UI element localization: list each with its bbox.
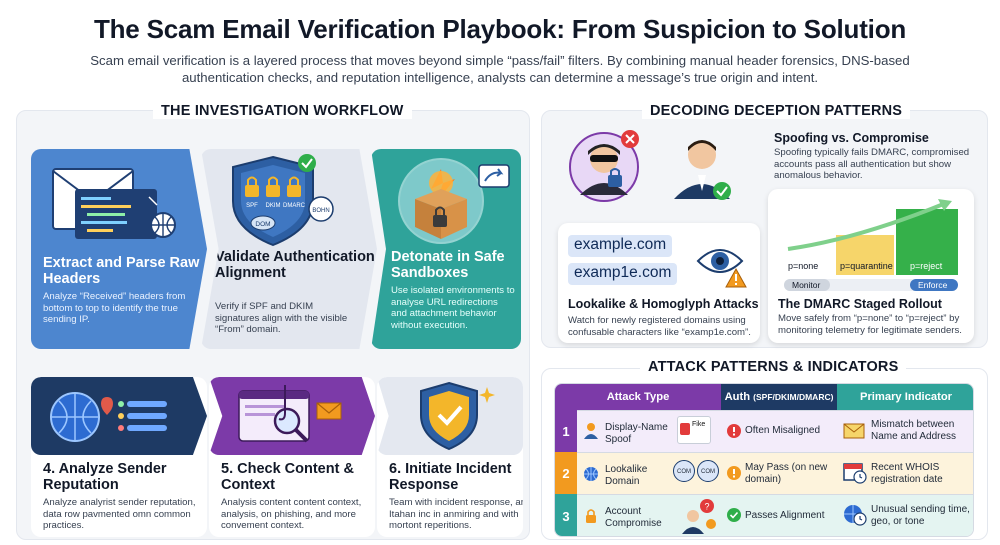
caution-icon bbox=[727, 466, 741, 480]
step-5-title: 5. Check Content & Context bbox=[221, 461, 354, 493]
page-title: The Scam Email Verification Playbook: Fr… bbox=[93, 14, 907, 44]
column-attack-type: Attack Type bbox=[555, 384, 721, 410]
lookalike-card: example.com examp1e.com Lookalike & Homo… bbox=[558, 223, 760, 343]
calendar-icon bbox=[843, 463, 867, 484]
domain-legit: example.com bbox=[568, 235, 673, 257]
row-2-auth: May Pass (on new domain) bbox=[745, 462, 828, 485]
step-4-title: 4. Analyze Sender Reputation bbox=[43, 461, 167, 493]
row-2-number: 2 bbox=[555, 452, 577, 494]
spoofer-vs-user-icon bbox=[569, 130, 731, 202]
row-2-type: Lookalike Domain bbox=[605, 464, 648, 487]
row-3-indicator: Unusual sending time, geo, or tone bbox=[871, 504, 970, 527]
badge-photo bbox=[680, 423, 690, 435]
row-1-number: 1 bbox=[555, 410, 577, 452]
eye-warning-icon bbox=[696, 249, 747, 288]
user-icon bbox=[584, 423, 598, 439]
row-3-number: 3 bbox=[555, 494, 577, 536]
step-4-desc: Analyze analyrist sender reputation, dat… bbox=[43, 497, 196, 531]
table-row bbox=[555, 452, 973, 494]
deception-patterns-panel: DECODING DECEPTION PATTERNS Spoofing vs.… bbox=[541, 103, 988, 348]
workflow-step-1: Extract and Parse Raw Headers Analyze “R… bbox=[31, 149, 207, 349]
step-6-title: 6. Initiate Incident Response bbox=[389, 461, 512, 493]
dkim-label: DKIM bbox=[266, 203, 281, 209]
sandbox-box-icon bbox=[398, 158, 510, 244]
monitor-pill bbox=[784, 279, 830, 291]
globe-reputation-icon bbox=[50, 392, 167, 442]
phishing-hook-icon bbox=[238, 385, 342, 443]
growth-arrow-head bbox=[938, 199, 952, 211]
lookalike-title: Lookalike & Homoglyph Attacks bbox=[568, 297, 759, 311]
attack-patterns-panel: ATTACK PATTERNS & INDICATORS Attack Type… bbox=[541, 359, 988, 540]
page-subtitle: Scam email verification is a layered pro… bbox=[90, 53, 910, 85]
spoofing-desc: Spoofing typically fails DMARC, compromi… bbox=[774, 147, 970, 181]
dmarc-stage-quarantine bbox=[836, 235, 894, 275]
compromised-user-icon: ? bbox=[682, 499, 716, 534]
spf-label: SPF bbox=[246, 203, 258, 209]
step-3-desc: Use isolated environments to analyse URL… bbox=[391, 285, 515, 331]
authentication-shield-icon: SPF DKIM DMARC DOM BOHN bbox=[232, 154, 334, 247]
fake-badge-icon: Fike bbox=[677, 416, 711, 444]
dmarc-label-quarantine: p=quarantine bbox=[840, 261, 893, 271]
incident-shield-icon bbox=[420, 381, 495, 451]
domain-coin-icon: COM bbox=[697, 460, 719, 482]
row-3-type: Account Compromise bbox=[605, 506, 662, 529]
dmarc-rollout-chart: p=none p=quarantine p=reject Monitor Enf… bbox=[784, 199, 958, 291]
workflow-step-4: 4. Analyze Sender Reputation Analyze ana… bbox=[31, 377, 207, 537]
dmarc-label-none: p=none bbox=[788, 261, 818, 271]
enforce-label: Enforce bbox=[918, 280, 948, 290]
enforce-pill bbox=[910, 279, 958, 291]
clock-globe-icon bbox=[844, 505, 867, 526]
dmarc-label: DMARC bbox=[283, 203, 306, 209]
step-6-desc: Team with incident response, and Itahan … bbox=[389, 497, 523, 531]
investigation-workflow-panel: THE INVESTIGATION WORKFLOW Extract and P… bbox=[16, 103, 530, 540]
spoofing-title: Spoofing vs. Compromise bbox=[774, 131, 929, 145]
dmarc-title: The DMARC Staged Rollout bbox=[778, 297, 942, 311]
workflow-step-6: 6. Initiate Incident Response Team with … bbox=[377, 377, 523, 537]
column-indicator: Primary Indicator bbox=[837, 384, 973, 410]
step-5-desc: Analysis content content context, analys… bbox=[221, 497, 362, 531]
step-1-desc: Analyze “Received” headers from bottom t… bbox=[43, 291, 186, 325]
globe-icon bbox=[584, 467, 598, 481]
step-3-title: Detonate in Safe Sandboxes bbox=[391, 249, 505, 281]
mismatch-envelope-icon bbox=[843, 423, 865, 439]
account-lock-icon bbox=[586, 509, 596, 523]
dmarc-stage-none bbox=[784, 253, 834, 275]
row-3-auth: Passes Alignment bbox=[745, 510, 825, 521]
row-2-indicator: Recent WHOIS registration date bbox=[871, 462, 943, 485]
attack-patterns-table: Attack Type Auth (SPF/DKIM/DMARC) Primar… bbox=[554, 383, 974, 537]
envelope-code-icon bbox=[52, 168, 176, 239]
domain-lookalike: examp1e.com bbox=[568, 263, 678, 285]
row-1-auth: Often Misaligned bbox=[745, 425, 821, 436]
deception-heading: DECODING DECEPTION PATTERNS bbox=[642, 103, 911, 119]
growth-arrow-line bbox=[787, 201, 947, 251]
badge-text: Fike bbox=[692, 421, 706, 428]
bohn-label: BOHN bbox=[312, 208, 329, 214]
monitor-label: Monitor bbox=[792, 280, 821, 290]
step-1-title: Extract and Parse Raw Headers bbox=[43, 255, 200, 287]
row-1-type: Display-Name Spoof bbox=[605, 422, 668, 445]
dmarc-label-reject: p=reject bbox=[910, 261, 943, 271]
step-2-desc: Verify if SPF and DKIM signatures align … bbox=[215, 301, 348, 335]
dom-label: DOM bbox=[255, 221, 270, 228]
column-auth: Auth (SPF/DKIM/DMARC) bbox=[721, 384, 837, 410]
workflow-step-5: 5. Check Content & Context Analysis cont… bbox=[209, 377, 375, 537]
step-4-banner bbox=[31, 377, 207, 455]
attacks-heading: ATTACK PATTERNS & INDICATORS bbox=[640, 359, 907, 375]
workflow-step-3: Detonate in Safe Sandboxes Use isolated … bbox=[371, 149, 521, 349]
row-1-indicator: Mismatch between Name and Address bbox=[871, 419, 957, 442]
check-icon bbox=[727, 508, 741, 522]
workflow-step-2: SPF DKIM DMARC DOM BOHN Validate Authent… bbox=[201, 149, 377, 349]
table-row bbox=[555, 494, 973, 536]
dmarc-desc: Move safely from “p=none” to “p=reject” … bbox=[778, 313, 962, 336]
svg-text:?: ? bbox=[704, 502, 709, 512]
workflow-heading: THE INVESTIGATION WORKFLOW bbox=[153, 103, 412, 119]
domain-coin-icon: COM bbox=[673, 460, 695, 482]
lookalike-desc: Watch for newly registered domains using… bbox=[568, 315, 751, 338]
dmarc-rollout-card: p=none p=quarantine p=reject Monitor Enf… bbox=[768, 189, 974, 343]
step-5-banner bbox=[209, 377, 375, 455]
step-2-title: Validate Authentication Alignment bbox=[215, 249, 375, 281]
table-row bbox=[555, 410, 973, 452]
step-6-banner bbox=[377, 377, 523, 455]
warning-icon bbox=[727, 424, 741, 438]
